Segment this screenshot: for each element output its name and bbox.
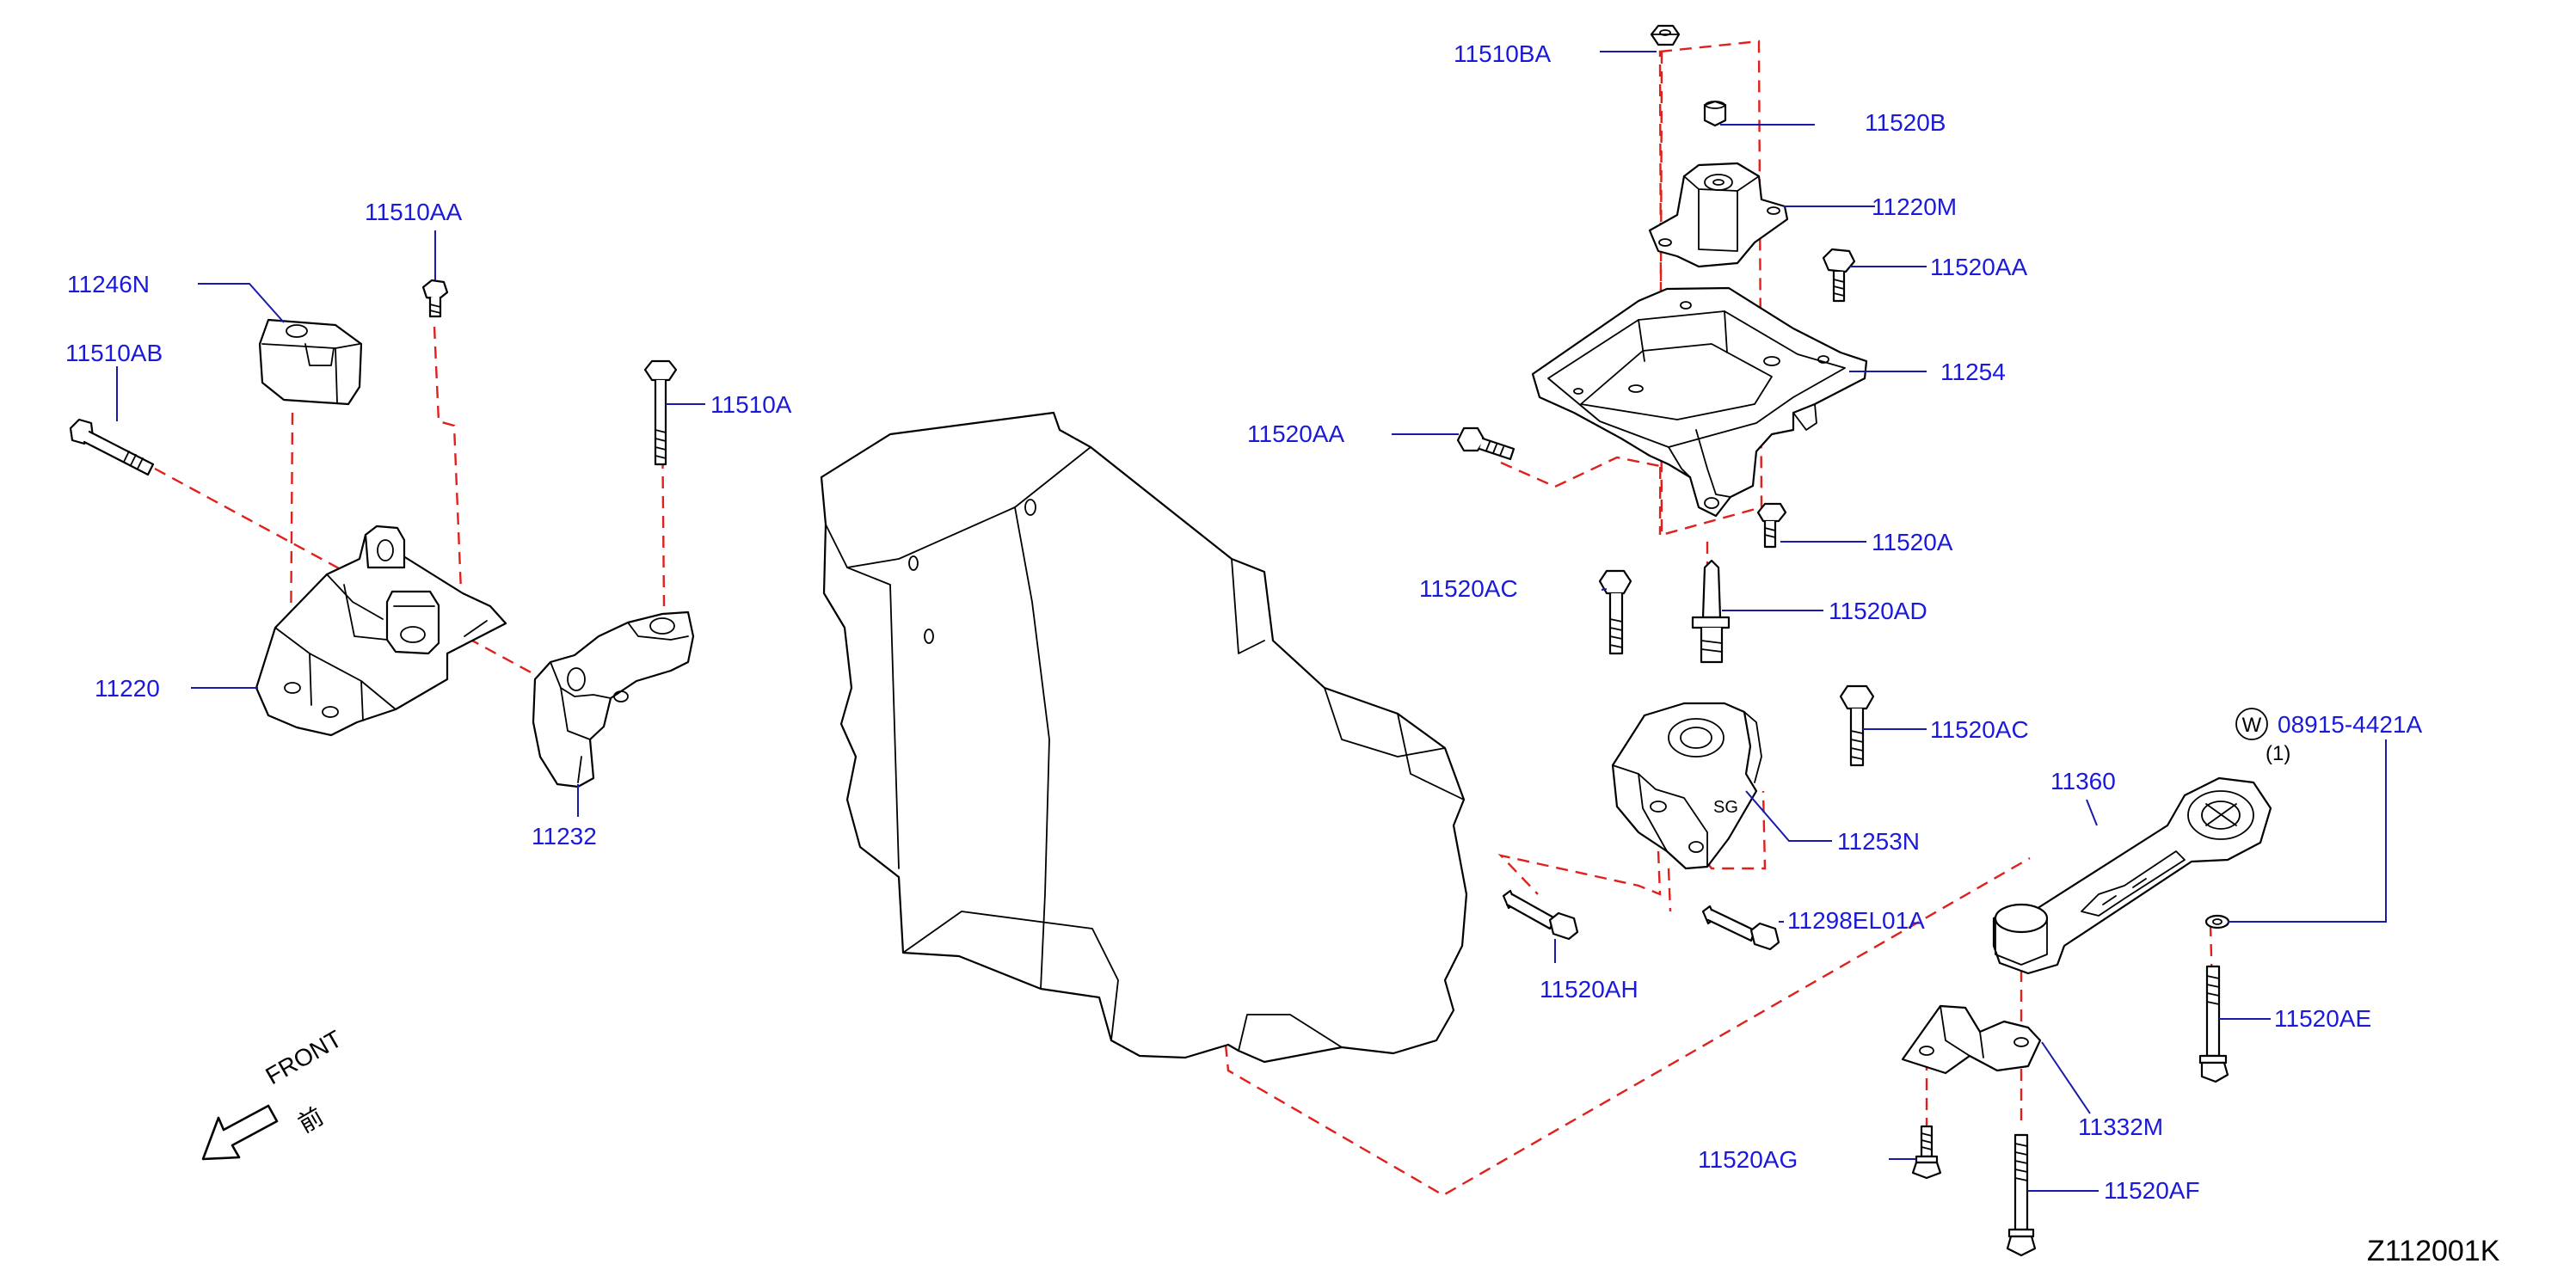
torque-rod-11360-icon [1992,776,2272,975]
label-11520ah[interactable]: 11520AH [1540,976,1638,1003]
bolt-11510a-icon [643,359,678,466]
rubber-mount-11220m-icon [1648,162,1789,268]
bolt-11510aa-icon [421,279,449,318]
label-11520ac-upper[interactable]: 11520AC [1419,575,1518,602]
leader-lines [116,51,2387,1192]
part-labels: 11510BA 11520B 11220M 11520AA 11254 1152… [65,40,2422,1204]
label-11520ad[interactable]: 11520AD [1829,598,1927,624]
bolt-11520aa-left-icon [1456,426,1515,461]
nut-11510ba-icon [1650,24,1681,46]
bolt-11520aa-upper-icon [1822,248,1856,303]
stopper-11246n-icon [258,318,363,406]
label-11510ba[interactable]: 11510BA [1454,40,1551,67]
label-11298el01a[interactable]: 11298EL01A [1787,907,1925,934]
front-kanji-label: 前 [294,1102,329,1138]
bolt-11298el01a-icon [1701,905,1780,951]
label-11520af[interactable]: 11520AF [2104,1177,2200,1204]
label-11510aa[interactable]: 11510AA [365,199,462,225]
engine-block-outline [820,411,1468,1064]
label-11510a[interactable]: 11510A [710,391,792,418]
nut-11520b-icon [1703,100,1727,127]
bracket-11232-icon [532,610,695,788]
label-11520ag[interactable]: 11520AG [1698,1146,1798,1173]
washer-symbol-letter: W [2242,714,2262,737]
bolt-11520ac-mid-icon [1839,684,1875,767]
bolt-11520ae-icon [2198,965,2229,1083]
quantity-note: (1) [2266,742,2290,765]
label-11520aa-left[interactable]: 11520AA [1247,420,1344,447]
bracket-11332m-icon [1901,1004,2042,1075]
washer-symbol-icon [2235,708,2268,740]
bolt-11520a-icon [1756,502,1787,549]
label-11332m[interactable]: 11332M [2078,1113,2163,1140]
engine-mount-11220-icon [255,525,507,737]
label-11254[interactable]: 11254 [1940,359,2006,385]
stamp-mark: SG [1713,798,1738,817]
label-11232[interactable]: 11232 [532,823,597,850]
label-11246n[interactable]: 11246N [67,271,150,298]
bolt-11510ab-icon [69,418,155,476]
bolt-11520af-icon [2006,1133,2037,1257]
label-11520ac-mid[interactable]: 11520AC [1930,716,2029,743]
bolt-11520ah-icon [1502,889,1579,941]
label-11510ab[interactable]: 11510AB [65,340,163,366]
bracket-11254-icon [1531,286,1868,518]
bracket-11253n-icon: SG [1611,702,1762,870]
label-11520b[interactable]: 11520B [1865,109,1946,136]
front-direction-arrow-icon [201,1104,279,1161]
label-11220m[interactable]: 11220M [1872,193,1957,220]
label-11220[interactable]: 11220 [95,675,160,702]
label-11520ae[interactable]: 11520AE [2274,1005,2371,1032]
label-08915-4421a[interactable]: 08915-4421A [2278,711,2422,738]
label-11520a[interactable]: 11520A [1872,529,1953,555]
bolt-11520ac-upper-icon [1598,569,1632,655]
diagram-reference-code: Z112001K [2367,1235,2500,1267]
bolt-11520ag-icon [1911,1125,1942,1180]
label-11360[interactable]: 11360 [2050,768,2116,794]
stud-11520ad-icon [1691,559,1731,664]
label-11253n[interactable]: 11253N [1837,828,1920,855]
front-label: FRONT [261,1025,347,1089]
label-11520aa-upper[interactable]: 11520AA [1930,254,2027,280]
